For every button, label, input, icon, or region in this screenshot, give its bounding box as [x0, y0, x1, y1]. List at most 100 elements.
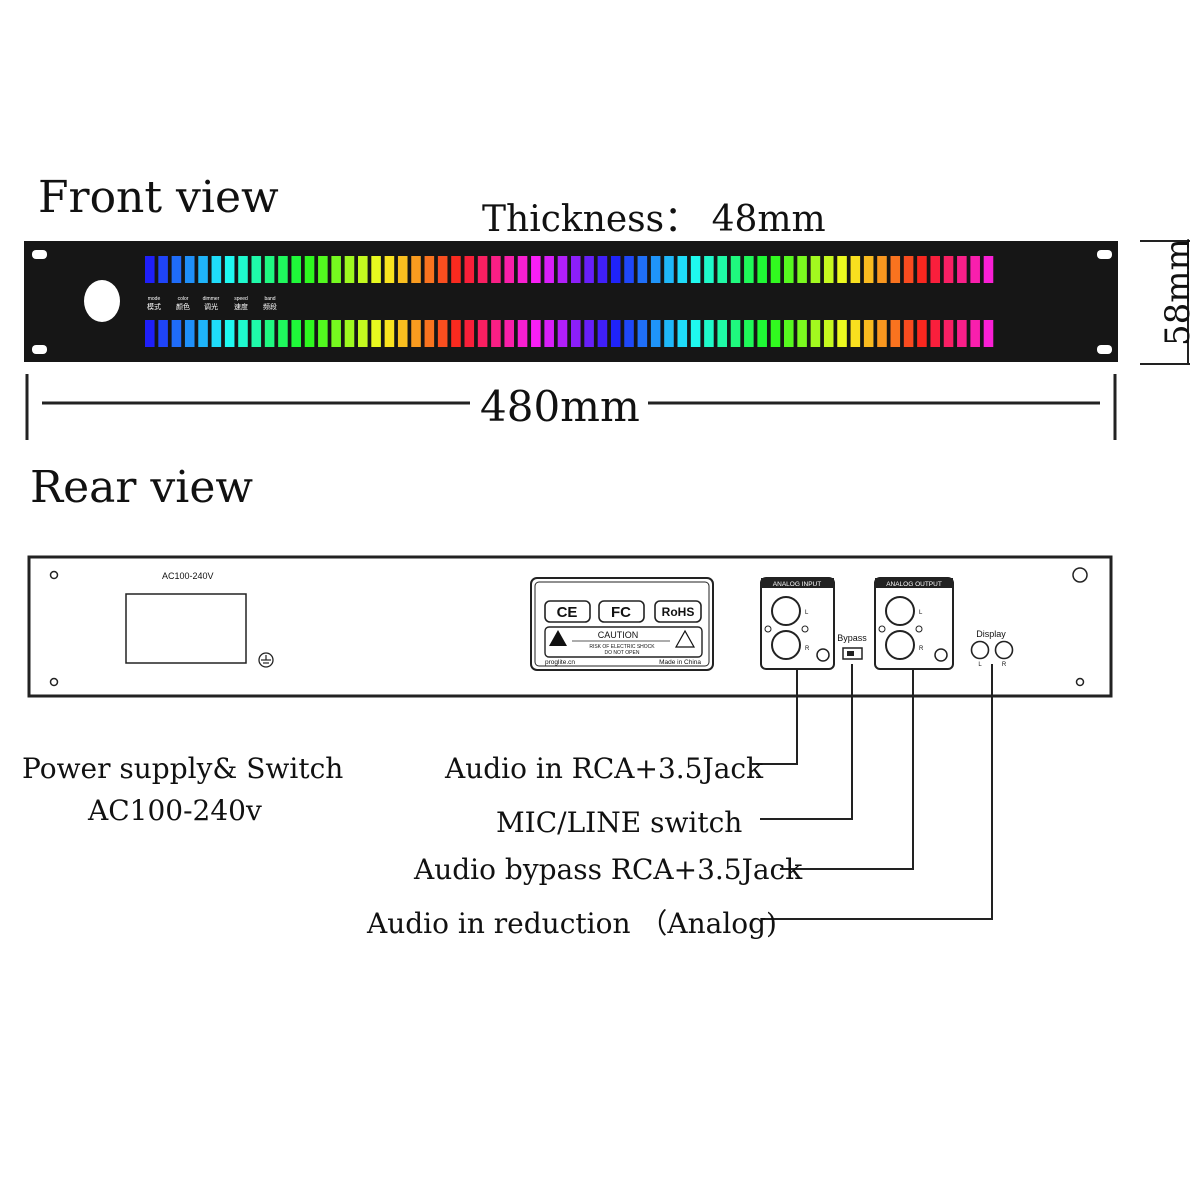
led-bar [890, 256, 901, 283]
led-bar [491, 320, 501, 347]
display-right-knob[interactable] [994, 640, 1014, 660]
display-label: Display [976, 629, 1006, 639]
led-bar [850, 320, 861, 347]
led-bar [597, 320, 608, 347]
led-bar [211, 320, 222, 347]
led-bar [823, 256, 834, 283]
led-bar [704, 256, 714, 283]
led-bar [464, 256, 475, 283]
led-bar [970, 256, 980, 283]
bypass-label: Bypass [837, 633, 867, 643]
led-bar [251, 256, 262, 283]
rack-slot-top-left [32, 250, 47, 259]
output-3-5mm-jack[interactable] [934, 648, 948, 662]
rohs-mark-icon [654, 600, 702, 623]
svg-text:proglite.cn: proglite.cn [545, 659, 575, 666]
input-3-5mm-jack[interactable] [816, 648, 830, 662]
audio-in-label: Audio in RCA+3.5Jack [445, 752, 764, 785]
svg-text:L: L [919, 610, 923, 616]
led-bar [584, 320, 594, 347]
control-label-color: color [178, 296, 189, 302]
led-bar [344, 320, 355, 347]
led-bar [517, 320, 528, 347]
control-label-speed: speed [234, 296, 248, 302]
led-bar [704, 320, 714, 347]
audio-bypass-label: Audio bypass RCA+3.5Jack [414, 853, 803, 886]
led-bar [251, 320, 262, 347]
led-bar [770, 256, 781, 283]
led-bar [304, 320, 315, 347]
led-bar [411, 320, 421, 347]
led-bar [171, 256, 182, 283]
led-bar [837, 256, 847, 283]
rca-output-right-jack[interactable] [885, 630, 915, 660]
led-bar [943, 320, 954, 347]
led-bar [677, 256, 688, 283]
led-bar [610, 320, 621, 347]
ground-icon [258, 652, 274, 668]
control-label-mode: mode [148, 296, 161, 302]
led-bar [810, 320, 821, 347]
led-bar-row-bottom [145, 320, 994, 347]
led-bar [291, 320, 302, 347]
control-label-zh-color: 颜色 [176, 302, 190, 311]
led-bar-row-top [145, 256, 994, 283]
led-bar [331, 320, 341, 347]
svg-text:L: L [978, 662, 982, 668]
power-voltage-label: AC100-240v [88, 794, 262, 827]
led-bar [544, 256, 554, 283]
led-bar [877, 256, 887, 283]
led-bar [145, 320, 155, 347]
power-socket-switch[interactable] [125, 593, 247, 664]
width-dimension-label: 480mm [472, 382, 648, 431]
led-bar [304, 256, 315, 283]
led-bar [637, 320, 648, 347]
led-bar [424, 320, 435, 347]
led-bar [850, 256, 861, 283]
led-bar [504, 256, 515, 283]
rack-slot-top-right [1097, 250, 1112, 259]
led-bar [863, 256, 874, 283]
rca-input-left-jack[interactable] [771, 596, 801, 626]
analog-input-block: ANALOG INPUT L R [760, 577, 835, 670]
svg-text:FC: FC [611, 604, 631, 621]
led-bar [930, 256, 941, 283]
svg-text:R: R [805, 646, 810, 652]
led-bar [597, 256, 608, 283]
led-bar [837, 320, 847, 347]
fc-mark-icon [598, 600, 645, 623]
control-knob-icon[interactable] [84, 280, 120, 322]
led-bar [784, 256, 794, 283]
svg-text:DO NOT OPEN: DO NOT OPEN [605, 650, 640, 656]
screw-hole-icon [1072, 567, 1088, 583]
led-bar [278, 320, 288, 347]
led-bar [917, 256, 927, 283]
led-bar [184, 320, 195, 347]
led-bar [664, 320, 674, 347]
led-bar [318, 320, 328, 347]
led-bar [477, 320, 488, 347]
rca-output-left-jack[interactable] [885, 596, 915, 626]
led-bar [610, 256, 621, 283]
warning-triangle-outline-icon [674, 629, 696, 648]
warning-triangle-icon [549, 630, 567, 646]
thickness-label: Thickness： 48mm [482, 199, 826, 240]
led-bar [451, 320, 461, 347]
led-bar [571, 320, 581, 347]
led-bar [557, 256, 568, 283]
control-label-zh-band: 频段 [263, 302, 277, 311]
display-left-knob[interactable] [970, 640, 990, 660]
led-bar [903, 320, 914, 347]
led-bar [424, 256, 435, 283]
led-bar [810, 256, 821, 283]
led-bar [650, 320, 661, 347]
led-bar [145, 256, 155, 283]
led-bar [291, 256, 302, 283]
led-bar [397, 320, 408, 347]
rca-input-right-jack[interactable] [771, 630, 801, 660]
audio-bypass-leader [780, 669, 914, 870]
led-bar [730, 256, 741, 283]
led-bar [238, 320, 248, 347]
led-bar [318, 256, 328, 283]
